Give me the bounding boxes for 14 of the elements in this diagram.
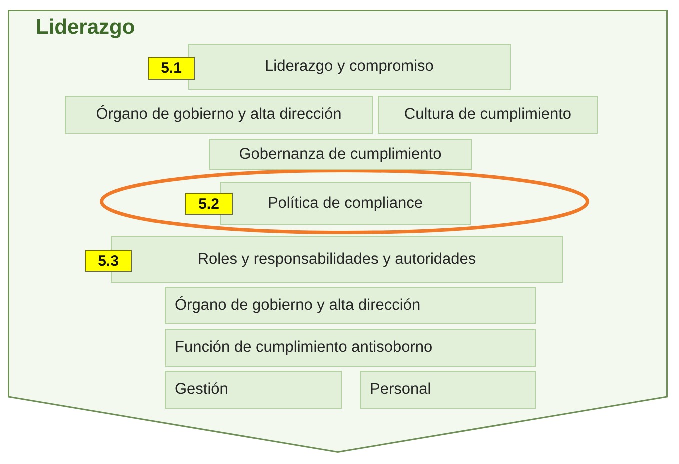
topic-box: Órgano de gobierno y alta dirección: [165, 287, 536, 324]
topic-box: Gestión: [165, 371, 342, 409]
topic-box: Cultura de cumplimiento: [378, 96, 598, 134]
topic-box: Órgano de gobierno y alta dirección: [65, 96, 373, 134]
topic-box: Política de compliance: [220, 182, 471, 225]
topic-box: Función de cumplimiento antisoborno: [165, 329, 536, 367]
clause-number: 5.3: [85, 250, 132, 272]
topic-box: Personal: [360, 371, 536, 409]
chevron-panel: [8, 10, 668, 453]
panel-title: Liderazgo: [36, 16, 136, 40]
clause-number: 5.1: [148, 57, 195, 80]
clause-number: 5.2: [185, 193, 233, 215]
topic-box: Liderazgo y compromiso: [188, 44, 511, 90]
topic-box: Gobernanza de cumplimiento: [209, 139, 472, 170]
